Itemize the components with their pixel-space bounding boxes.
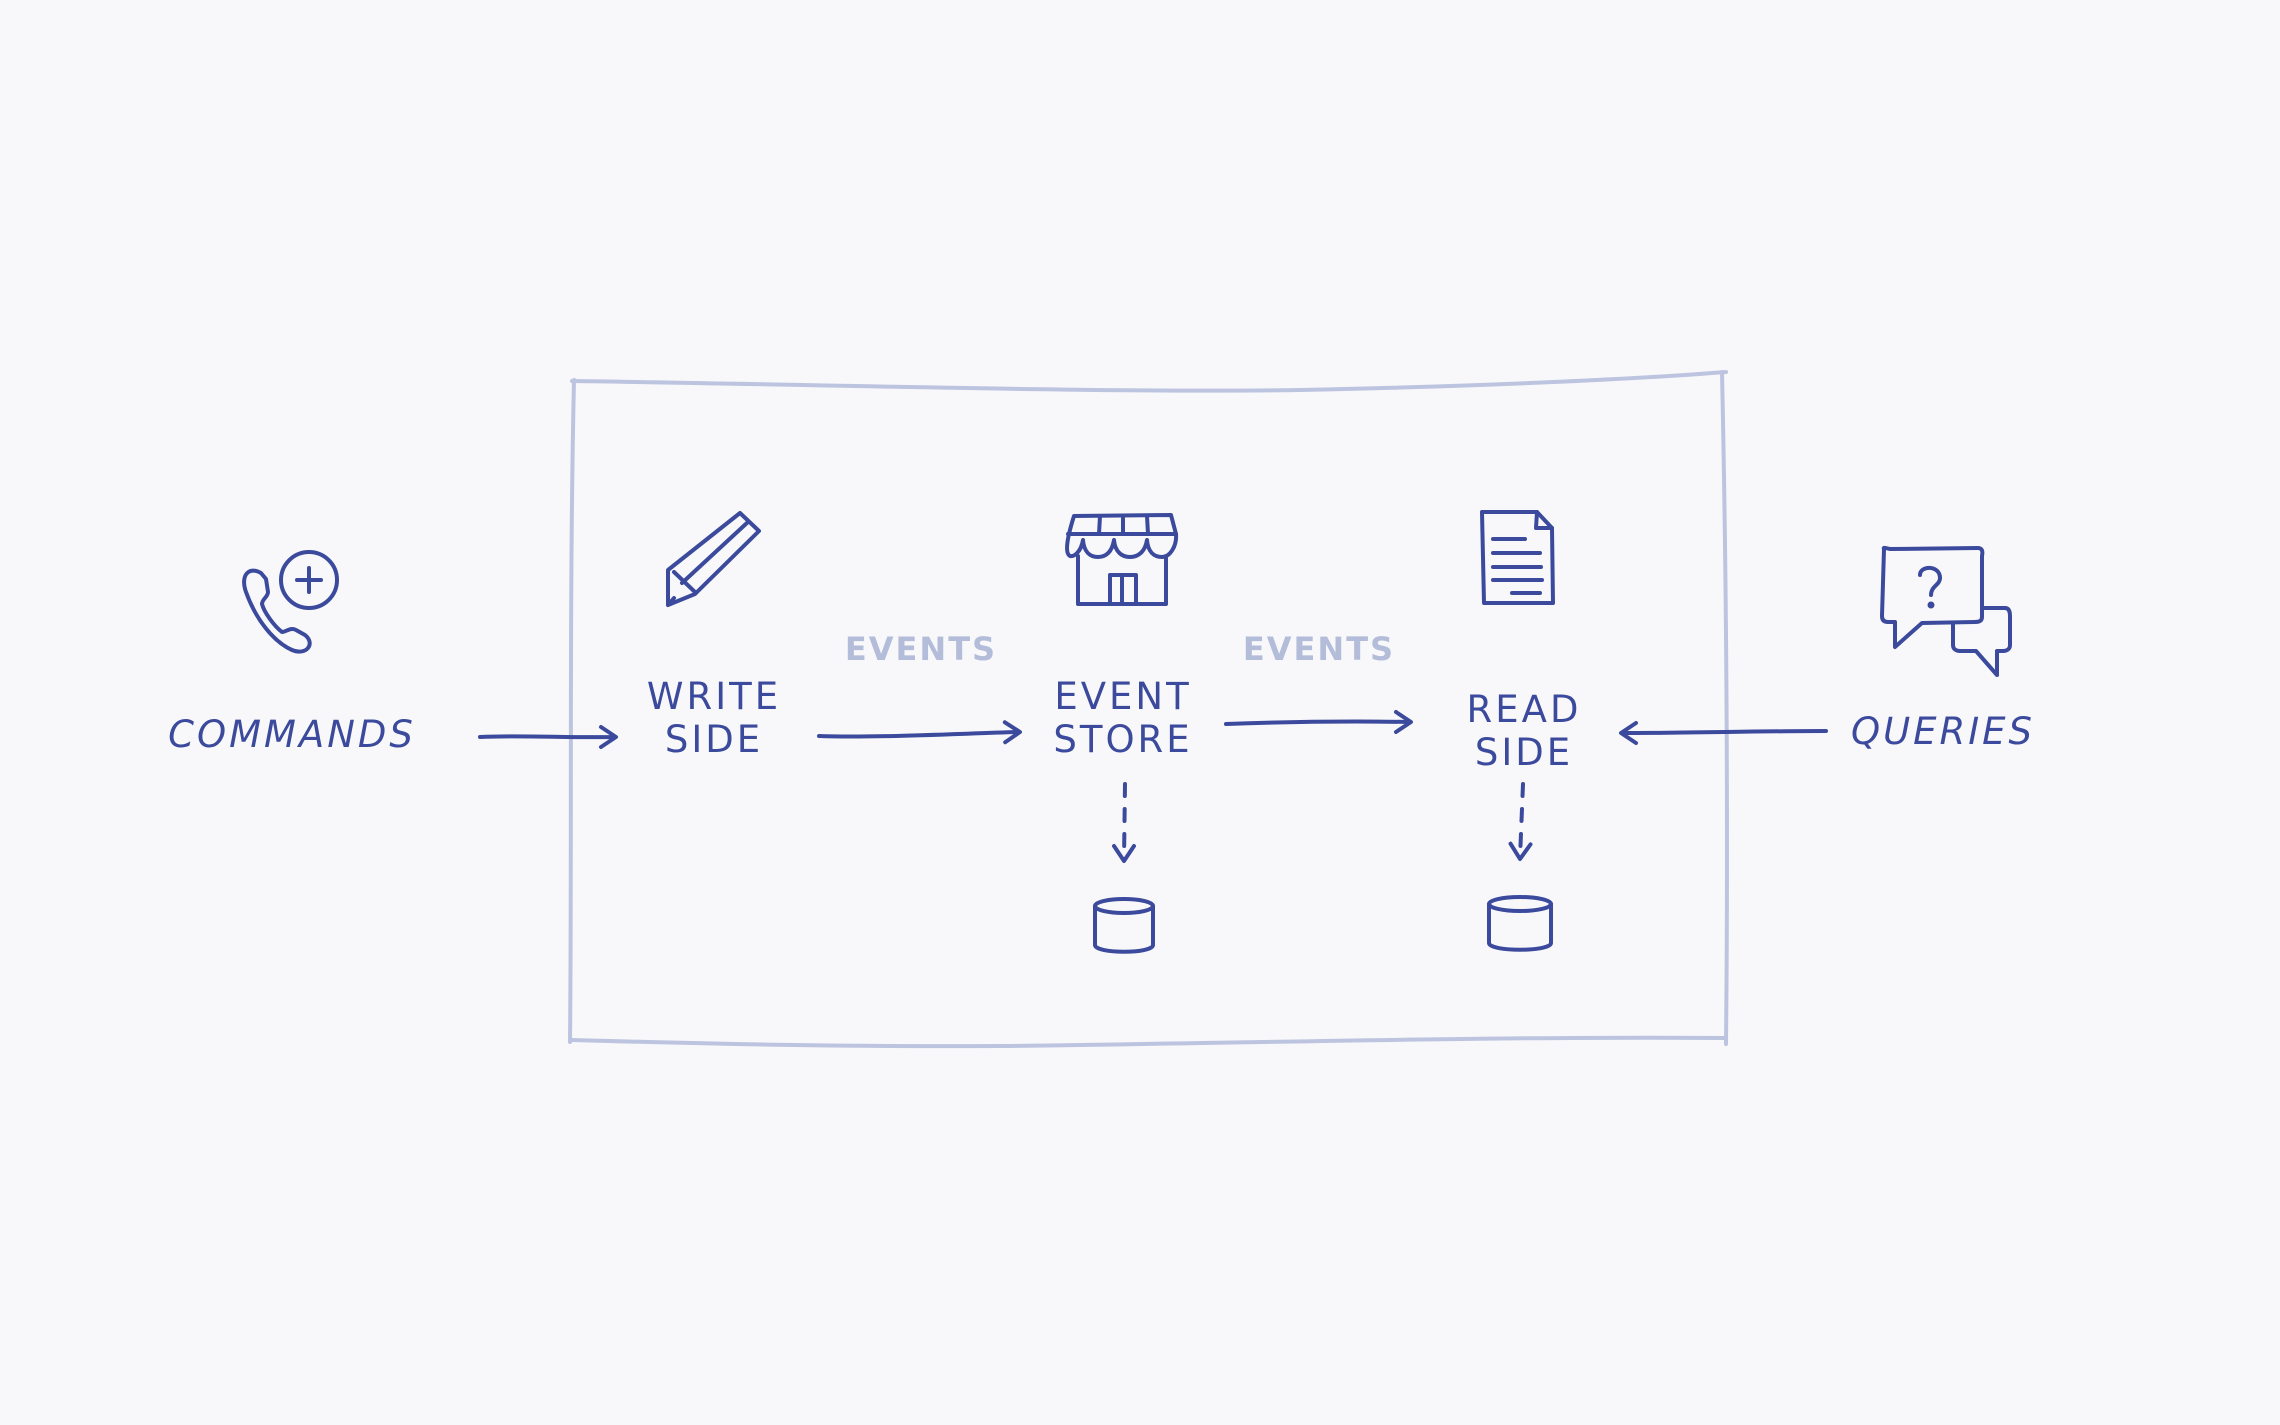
node-label-line: READ [1466, 688, 1582, 731]
node-label-line: WRITE [646, 675, 782, 718]
node-label-line: STORE [1053, 718, 1193, 761]
node-label-line: SIDE [1474, 731, 1574, 774]
node-label-line: EVENT [1054, 675, 1192, 718]
database-cylinder-icon [1093, 897, 1155, 954]
system-boundary [568, 370, 1729, 1049]
phone-plus-icon [242, 550, 339, 654]
arrow-commands-to-write [478, 725, 618, 749]
node-label-write-side: WRITE SIDE [647, 675, 781, 761]
chat-question-icon [1880, 545, 2012, 677]
storefront-icon [1065, 513, 1179, 606]
arrow-store-to-db [1112, 782, 1136, 863]
arrow-write-to-store [817, 720, 1023, 745]
edge-label-events-1: EVENTS [844, 630, 998, 668]
node-label-line: SIDE [664, 718, 764, 761]
node-label-commands: COMMANDS [168, 713, 416, 756]
node-label-read-side: READ SIDE [1467, 688, 1582, 774]
node-label-queries: QUERIES [1850, 710, 2036, 753]
arrow-queries-to-read [1619, 721, 1828, 745]
pencil-icon [666, 511, 761, 607]
edge-label-events-2: EVENTS [1242, 630, 1396, 668]
database-cylinder-icon [1487, 895, 1553, 952]
arrow-read-to-db [1510, 782, 1531, 859]
arrow-store-to-read [1224, 710, 1413, 734]
document-icon [1480, 510, 1555, 605]
node-label-event-store: EVENT STORE [1053, 675, 1192, 761]
